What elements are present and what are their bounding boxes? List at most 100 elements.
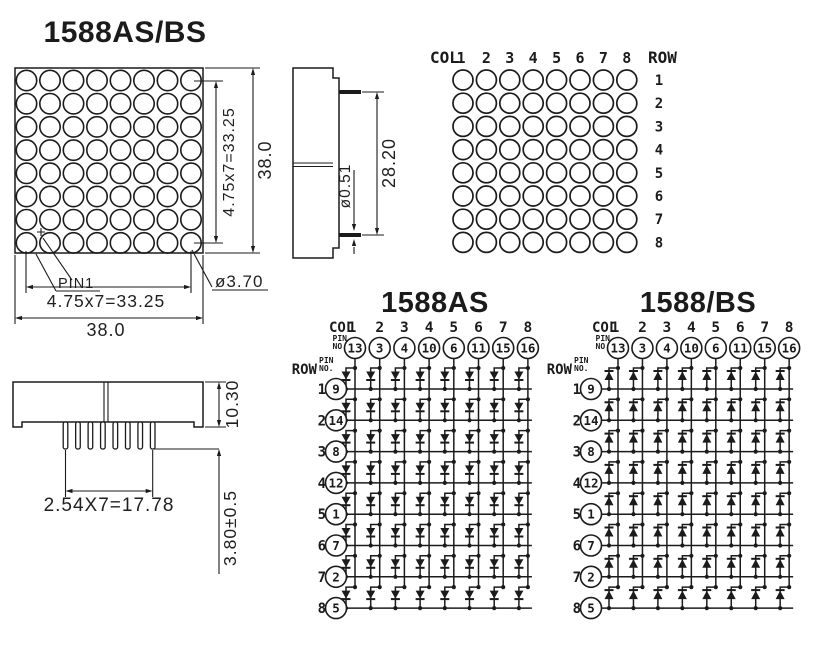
diode-triangle bbox=[465, 402, 474, 411]
col-number: 7 bbox=[760, 320, 769, 336]
junction-dot bbox=[615, 365, 621, 371]
diode-triangle bbox=[465, 590, 474, 599]
pin-circle bbox=[579, 565, 603, 589]
led-dot-grid bbox=[15, 69, 203, 254]
junction-dot bbox=[476, 397, 481, 402]
diode-wire bbox=[779, 555, 790, 577]
side-view-lead-top bbox=[339, 90, 361, 94]
pin-number: 11 bbox=[471, 341, 486, 356]
diode-wire bbox=[779, 461, 790, 483]
junction-dot bbox=[713, 585, 718, 590]
diode-wire bbox=[681, 398, 692, 421]
pin-circle bbox=[655, 336, 679, 360]
grid-dot bbox=[569, 161, 591, 184]
diode-triangle bbox=[702, 559, 712, 568]
pin-circle bbox=[368, 336, 392, 360]
grid-dot bbox=[475, 92, 498, 115]
grid-dot bbox=[498, 231, 521, 254]
diode-triangle bbox=[341, 528, 351, 536]
pin-number: 4 bbox=[663, 341, 671, 356]
diode-triangle bbox=[489, 590, 499, 599]
led-dot bbox=[109, 208, 132, 231]
col-number: 7 bbox=[599, 49, 608, 67]
diode-triangle bbox=[628, 528, 638, 537]
pin-circle bbox=[324, 534, 348, 557]
junction-dot bbox=[787, 491, 792, 496]
diode-triangle bbox=[514, 465, 524, 474]
bottom-view-outline bbox=[12, 381, 204, 428]
pin-circle bbox=[516, 336, 540, 360]
diode-wire bbox=[730, 586, 741, 609]
diode-wire bbox=[345, 367, 355, 389]
diode-triangle bbox=[604, 465, 614, 474]
diode-wire bbox=[419, 555, 430, 577]
diode-wire bbox=[657, 555, 667, 577]
junction-dot bbox=[352, 365, 358, 371]
diode-wire bbox=[394, 555, 405, 577]
diode-triangle bbox=[341, 371, 351, 380]
pin-number: 8 bbox=[332, 444, 340, 459]
diode-wire bbox=[706, 523, 716, 546]
grid-dot bbox=[452, 231, 474, 254]
pin-number: 3 bbox=[376, 341, 384, 356]
junction-dot bbox=[427, 491, 432, 496]
col-number: 7 bbox=[499, 320, 508, 336]
diode-wire bbox=[468, 461, 479, 483]
side-view-dimension-arrows bbox=[351, 92, 380, 246]
pin1-label: PIN1 bbox=[58, 276, 94, 292]
pin-circle bbox=[324, 440, 348, 463]
junction-dot bbox=[738, 491, 743, 496]
junction-dot bbox=[525, 365, 531, 371]
bottom-view-pins bbox=[62, 421, 156, 450]
schematic-bs-title: 1588/BS bbox=[640, 287, 756, 319]
diode-wire bbox=[754, 523, 765, 546]
diode-wire bbox=[518, 555, 528, 577]
junction-dot bbox=[640, 585, 645, 590]
diode-wire bbox=[706, 367, 716, 389]
col-number: 6 bbox=[474, 320, 483, 336]
pin-circle bbox=[417, 336, 441, 360]
col-number: 8 bbox=[785, 320, 794, 336]
row-number: 3 bbox=[655, 119, 663, 135]
diode-triangle bbox=[390, 434, 400, 443]
diode-triangle bbox=[726, 465, 736, 474]
led-dot bbox=[180, 92, 203, 115]
diode-triangle bbox=[514, 528, 524, 536]
diode-triangle bbox=[775, 402, 785, 412]
diode-wire bbox=[394, 586, 405, 609]
junction-dot bbox=[501, 522, 506, 527]
diode-triangle bbox=[604, 371, 614, 380]
grid-dot bbox=[545, 138, 568, 161]
junction-dot bbox=[738, 428, 743, 433]
diode-triangle bbox=[604, 434, 614, 443]
junction-dot bbox=[402, 365, 407, 371]
diode-triangle bbox=[514, 402, 524, 411]
junction-dot bbox=[615, 585, 621, 590]
diode-triangle bbox=[751, 434, 761, 443]
junction-dot bbox=[664, 522, 670, 527]
dim-width: 38.0 bbox=[86, 320, 125, 340]
diode-wire bbox=[657, 586, 667, 609]
led-dot bbox=[62, 231, 85, 254]
diode-triangle bbox=[775, 590, 785, 600]
diode-triangle bbox=[653, 434, 663, 443]
junction-dot bbox=[713, 522, 718, 527]
diode-triangle bbox=[751, 465, 761, 474]
junction-dot bbox=[762, 365, 767, 371]
diode-triangle bbox=[415, 496, 425, 505]
led-dot bbox=[109, 231, 132, 254]
led-dot bbox=[156, 139, 179, 162]
junction-dot bbox=[640, 428, 645, 433]
pin-number: 1 bbox=[587, 507, 595, 522]
pin-number: 7 bbox=[587, 538, 595, 553]
led-dot bbox=[38, 139, 61, 162]
diode-triangle bbox=[514, 559, 524, 568]
diode-triangle bbox=[628, 371, 638, 380]
junction-dot bbox=[762, 397, 767, 402]
junction-dot bbox=[427, 522, 432, 527]
junction-dot bbox=[525, 553, 531, 558]
package-pin bbox=[124, 421, 131, 450]
diode-triangle bbox=[390, 559, 400, 568]
